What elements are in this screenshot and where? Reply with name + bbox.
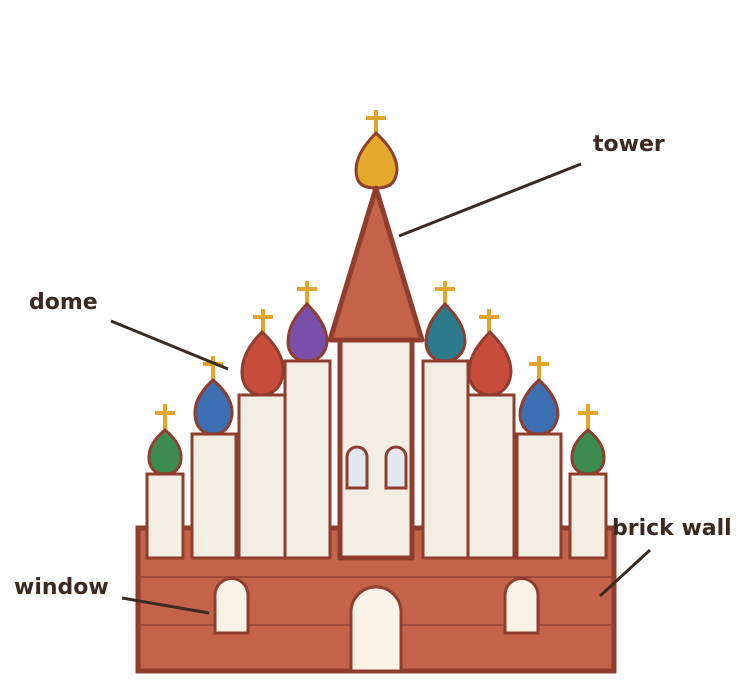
cross-icon	[435, 281, 455, 306]
dome-icon	[193, 378, 234, 436]
cross-icon	[578, 404, 598, 432]
cross-icon	[297, 281, 317, 306]
dome-icon	[424, 301, 467, 363]
dome-icon	[518, 377, 560, 436]
dome-label: dome	[29, 290, 98, 315]
cross-icon	[479, 309, 499, 334]
tower-bodies	[145, 359, 608, 560]
wall-window-right	[503, 577, 540, 635]
wall-window-left	[213, 577, 250, 635]
tower-label: tower	[593, 132, 665, 157]
tower-leader-line	[398, 162, 582, 238]
side-tower-body	[568, 472, 608, 560]
dome-icon	[570, 428, 606, 476]
dome-icon	[354, 130, 399, 190]
cross-icon	[366, 110, 386, 133]
side-tower-body	[515, 432, 563, 560]
dome-leader-line	[110, 319, 229, 371]
window-label: window	[14, 575, 109, 600]
brick-wall-leader-line	[598, 548, 652, 598]
side-tower-body	[283, 359, 332, 560]
spire	[327, 185, 425, 343]
dome-icon	[240, 329, 285, 397]
tower-window-left	[345, 445, 369, 490]
side-tower-body	[237, 393, 287, 560]
tower-window-right	[384, 445, 408, 490]
side-towers	[145, 281, 608, 560]
cross-icon	[155, 404, 175, 432]
side-tower-body	[466, 393, 516, 560]
cross-icon	[529, 356, 549, 382]
dome-icon	[467, 329, 513, 397]
dome-icon	[147, 428, 183, 476]
side-tower-body	[145, 472, 185, 560]
leader-lines	[110, 162, 652, 615]
window-leader-line	[121, 596, 210, 615]
side-tower-body	[421, 359, 470, 560]
brick-wall-label: brick wall	[612, 516, 732, 541]
side-tower-body	[190, 432, 238, 560]
central-tower	[327, 110, 425, 561]
wall-door	[349, 585, 403, 673]
dome-icon	[286, 301, 329, 363]
cross-icon	[253, 309, 273, 334]
